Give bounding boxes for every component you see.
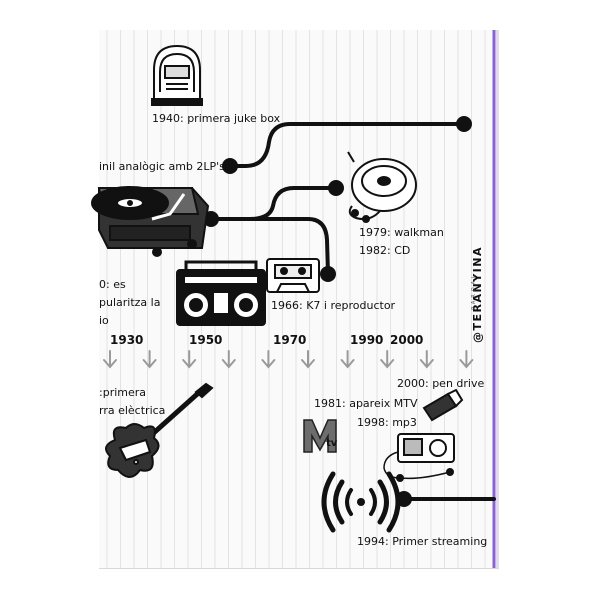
label-pendrive: 2000: pen drive [397, 377, 485, 390]
year-label: 2000 [390, 333, 424, 347]
label-cassette: 1966: K7 i reproductor [271, 299, 396, 312]
year-label: 1930 [110, 333, 144, 347]
label-mtv: 1981: apareix MTV [314, 397, 418, 410]
year-label: 1970 [273, 333, 307, 347]
label-radio-2: pularitza la [99, 296, 161, 309]
label-guitar-1: :primera [99, 386, 147, 399]
year-label: 1990 [350, 333, 384, 347]
label-vinyl: inil analògic amb 2LP's [99, 160, 225, 173]
label-radio-3: io [99, 314, 109, 327]
label-streaming: 1994: Primer streaming [357, 535, 488, 548]
label-guitar-2: rra elèctrica [99, 404, 166, 417]
label-jukebox: 1940: primera juke box [152, 112, 281, 125]
label-walkman: 1979: walkman [359, 226, 444, 239]
label-mp3: 1998: mp3 [357, 416, 417, 429]
brand-watermark: @TERANYINA PAROAL [465, 246, 484, 346]
brand-subtitle: PAROAL [470, 272, 477, 310]
label-cd: 1982: CD [359, 244, 411, 257]
label-radio-1: 0: es [99, 278, 126, 291]
year-label: 1950 [189, 333, 223, 347]
notebook-page [99, 30, 499, 569]
